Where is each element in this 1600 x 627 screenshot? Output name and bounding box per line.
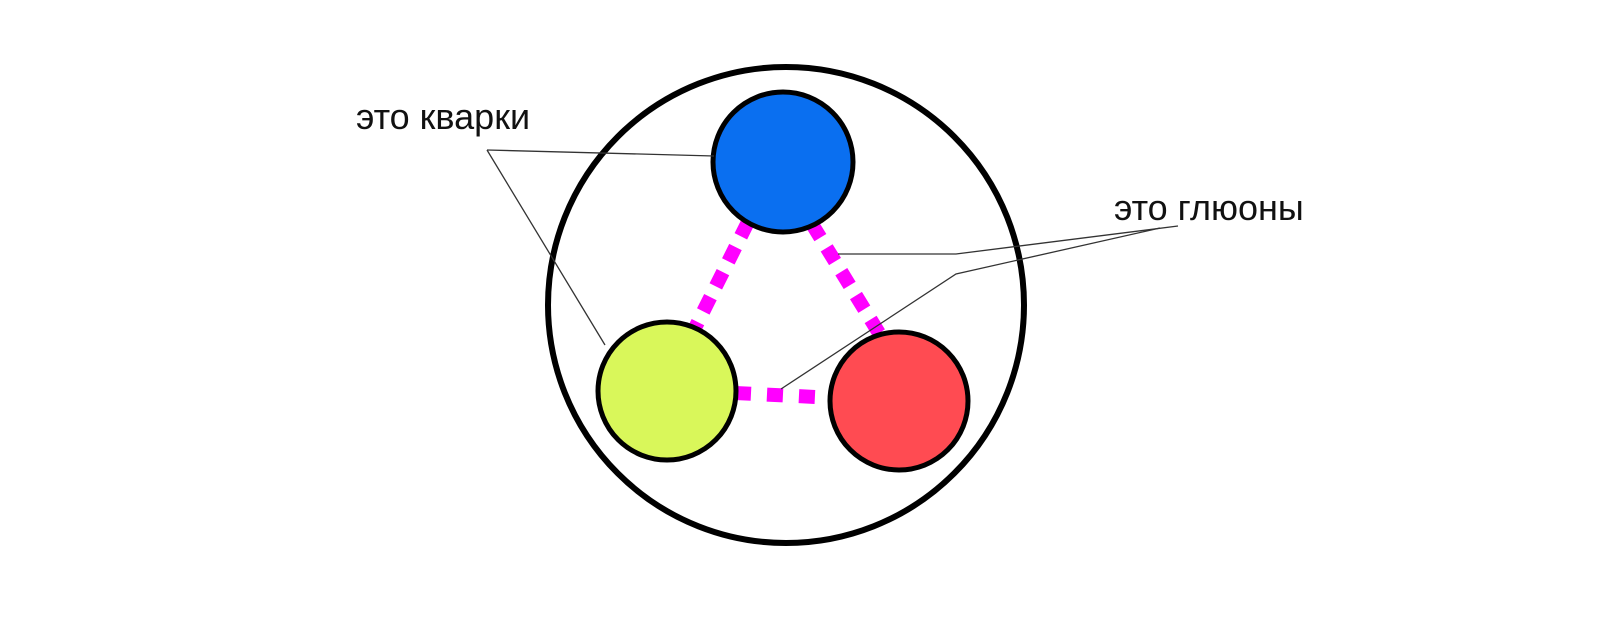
yellow-green-quark <box>595 319 739 463</box>
hadron-circle <box>545 64 1027 546</box>
gluon-blue-red <box>806 220 888 342</box>
gluons-label: это глюоны <box>1114 187 1304 228</box>
gluons-leader-line-lower <box>780 227 1161 390</box>
quarks-leader-line-top <box>486 149 715 157</box>
red-quark <box>827 329 971 473</box>
blue-quark <box>710 89 856 235</box>
gluon-yellow-red <box>734 386 837 405</box>
gluon-blue-yellow <box>688 218 755 332</box>
quarks-leader-line-left <box>486 149 606 346</box>
quarks-label: это кварки <box>356 96 531 137</box>
gluons-leader-line-upper <box>838 225 1179 255</box>
